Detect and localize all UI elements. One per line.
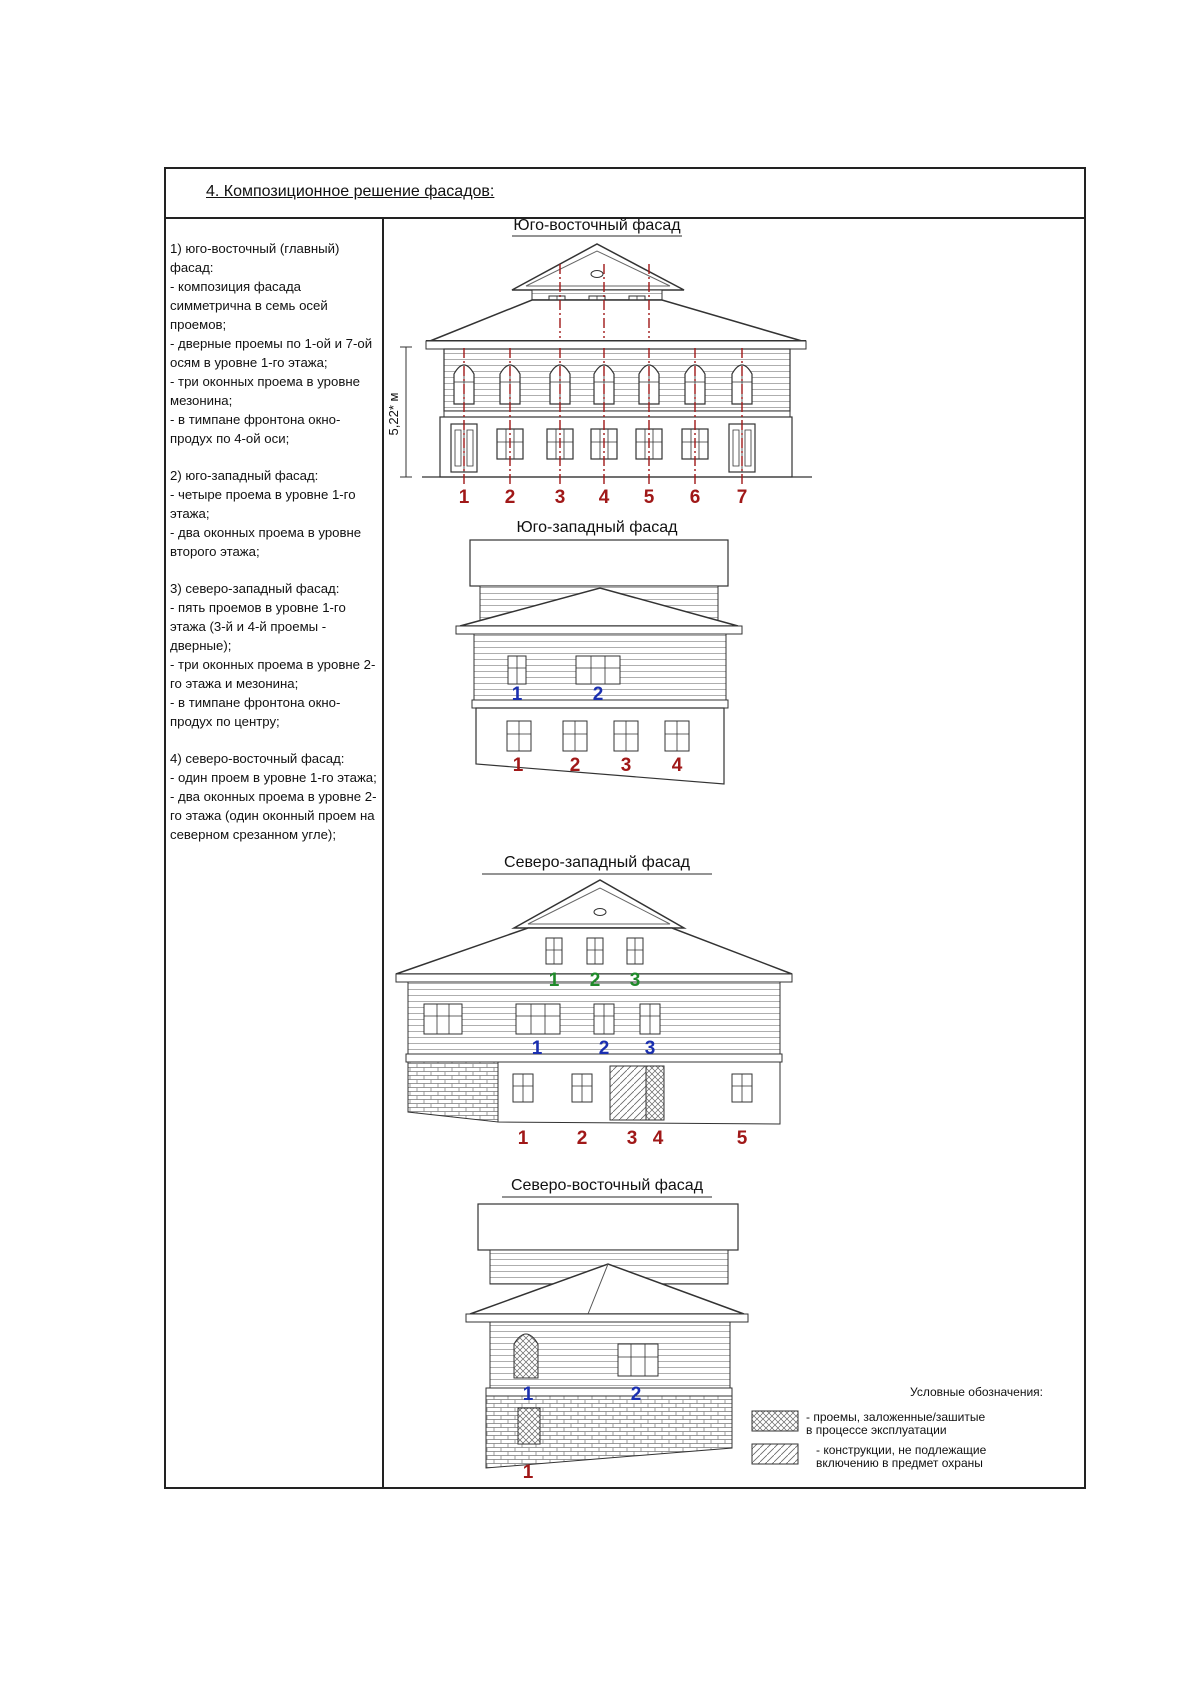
opening-number: 3 (645, 1038, 656, 1059)
facade-northeast: Северо-восточный фасад 1 2 1 (465, 1177, 749, 1483)
opening-number: 2 (593, 684, 604, 705)
description-item: - два оконных проема в уровне 2-го этажа… (170, 789, 377, 842)
legend: Условные обозначения: - проемы, заложенн… (751, 1385, 1043, 1470)
opening-number: 1 (512, 684, 523, 705)
description-heading: 2) юго-западный фасад: (170, 468, 319, 483)
page-frame: 4. Композиционное решение фасадов: 1) юг… (164, 167, 1086, 1489)
opening-number: 4 (653, 1128, 664, 1149)
description-item: - пять проемов в уровне 1-го этажа (3-й … (170, 600, 346, 653)
description-nw: 3) северо-западный фасад: - пять проемов… (170, 579, 378, 731)
nw-mezzanine-numbers: 1 2 3 (549, 970, 641, 991)
opening-number: 1 (523, 1462, 534, 1483)
axis-number: 4 (599, 487, 610, 508)
description-item: - три оконных проема в уровне мезонина; (170, 374, 360, 408)
description-item: - один проем в уровне 1-го этажа; (170, 770, 377, 785)
facade-title: Северо-восточный фасад (511, 1177, 704, 1194)
description-heading: 3) северо-западный фасад: (170, 581, 340, 596)
description-item: - композиция фасада симметрична в семь о… (170, 279, 328, 332)
facade-southeast: Юго-восточный фасад 5,22* м 1 2 3 4 5 6 7 (386, 217, 812, 508)
description-item: - дверные проемы по 1-ой и 7-ой осям в у… (170, 336, 373, 370)
axis-number: 5 (644, 487, 655, 508)
axis-number: 6 (690, 487, 701, 508)
description-se: 1) юго-восточный (главный) фасад: - комп… (170, 239, 378, 448)
axis-number: 2 (505, 487, 516, 508)
description-item: - в тимпане фронтона окно-продух по цент… (170, 695, 341, 729)
axis-number: 7 (737, 487, 748, 508)
sw-floor1-numbers: 1 2 3 4 (513, 755, 683, 776)
description-sw: 2) юго-западный фасад: - четыре проема в… (170, 466, 378, 561)
ne-floor2-numbers: 1 2 (523, 1384, 642, 1405)
opening-number: 2 (577, 1128, 588, 1149)
description-item: - четыре проема в уровне 1-го этажа; (170, 487, 356, 521)
facade-title: Северо-западный фасад (504, 854, 691, 871)
facade-southwest: Юго-западный фасад 1 2 1 2 3 4 (455, 519, 743, 785)
legend-item-text: - конструкции, не подлежащие (816, 1443, 987, 1457)
opening-number: 2 (631, 1384, 642, 1405)
legend-item-text: включению в предмет охраны (816, 1456, 983, 1470)
opening-number: 1 (532, 1038, 543, 1059)
opening-number: 2 (599, 1038, 610, 1059)
opening-number: 5 (737, 1128, 748, 1149)
opening-number: 2 (570, 755, 581, 776)
description-ne: 4) северо-восточный фасад: - один проем … (170, 749, 378, 844)
facade-title: Юго-восточный фасад (513, 217, 681, 234)
opening-number: 4 (672, 755, 683, 776)
opening-number: 2 (590, 970, 601, 991)
opening-number: 1 (549, 970, 560, 991)
description-heading: 1) юго-восточный (главный) фасад: (170, 241, 340, 275)
description-column: 1) юго-восточный (главный) фасад: - комп… (166, 219, 384, 1487)
opening-number: 3 (621, 755, 632, 776)
legend-item-text: в процессе эксплуатации (806, 1423, 947, 1437)
section-title: 4. Композиционное решение фасадов: (206, 183, 495, 200)
opening-number: 1 (518, 1128, 529, 1149)
opening-number: 3 (627, 1128, 638, 1149)
legend-title: Условные обозначения: (910, 1385, 1043, 1399)
legend-diagonal-swatch (751, 1443, 799, 1465)
opening-number: 1 (513, 755, 524, 776)
opening-number: 3 (630, 970, 641, 991)
sw-floor2-numbers: 1 2 (512, 684, 604, 705)
axis-number: 1 (459, 487, 470, 508)
description-item: - в тимпане фронтона окно-продух по 4-ой… (170, 412, 341, 446)
facade-northwest: Северо-западный фасад 1 2 3 1 2 3 (395, 854, 793, 1149)
legend-item-text: - проемы, заложенные/зашитые (806, 1410, 985, 1424)
description-heading: 4) северо-восточный фасад: (170, 751, 345, 766)
opening-number: 1 (523, 1384, 534, 1405)
section-header: 4. Композиционное решение фасадов: (166, 169, 1084, 219)
description-item: - два оконных проема в уровне второго эт… (170, 525, 362, 559)
nw-floor2-numbers: 1 2 3 (532, 1038, 656, 1059)
height-dimension: 5,22* м (386, 392, 401, 435)
facade-title: Юго-западный фасад (516, 519, 678, 536)
axis-number: 3 (555, 487, 566, 508)
nw-floor1-numbers: 1 2 3 4 5 (518, 1128, 748, 1149)
legend-crosshatch-swatch (751, 1410, 799, 1432)
description-item: - три оконных проема в уровне 2-го этажа… (170, 657, 376, 691)
